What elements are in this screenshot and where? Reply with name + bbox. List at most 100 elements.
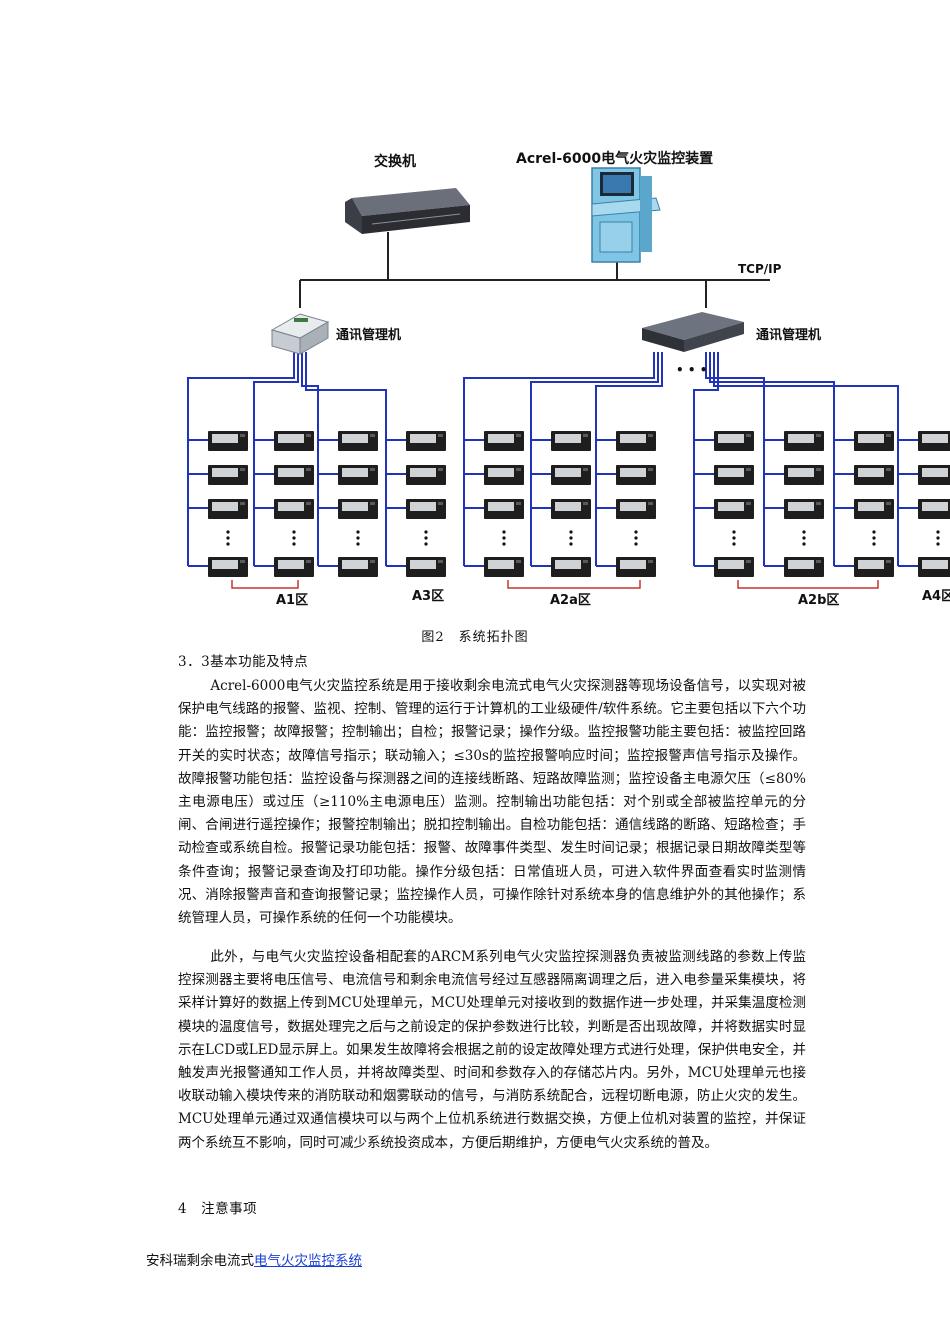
continuation-dot: [226, 542, 230, 546]
continuation-dot: [356, 536, 360, 540]
continuation-dot: [502, 530, 506, 534]
continuation-dot: [936, 530, 940, 534]
continuation-dot: [634, 542, 638, 546]
detector-device-icon: [854, 557, 894, 577]
zone-label-a4: A4区: [922, 589, 950, 604]
detector-device-icon: [714, 431, 754, 451]
detector-device-icon: [918, 431, 950, 451]
monitoring-cabinet-icon: [591, 167, 661, 263]
detector-device-icon: [274, 465, 314, 485]
continuation-dot: [732, 530, 736, 534]
bus-line: [301, 352, 338, 567]
detector-device-icon: [616, 557, 656, 577]
detector-device-icon: [406, 557, 446, 577]
bus-line: [595, 352, 663, 567]
zone-label-a1: A1区: [276, 593, 308, 608]
continuation-dot: [502, 536, 506, 540]
paragraph-detectors: 此外，与电气火灾监控设备相配套的ARCM系列电气火灾监控探测器负责被监测线路的参…: [178, 949, 806, 1151]
detector-device-icon: [918, 465, 950, 485]
detector-device-icon: [551, 499, 591, 519]
continuation-dot: [226, 536, 230, 540]
continuation-dot: [802, 536, 806, 540]
detector-device-icon: [616, 465, 656, 485]
bus-line: [253, 352, 299, 567]
continuation-dot: [569, 542, 573, 546]
continuation-dot: [872, 530, 876, 534]
detector-device-icon: [274, 499, 314, 519]
continuation-dot: [292, 530, 296, 534]
detector-device-icon: [714, 499, 754, 519]
detector-device-icon: [338, 557, 378, 577]
bus-line: [463, 352, 655, 567]
bus-line: [530, 352, 659, 567]
comm-manager-2-icon: [642, 312, 744, 352]
section-heading-4: 4 注意事项: [178, 1201, 258, 1217]
detector-device-icon: [406, 499, 446, 519]
footer-link[interactable]: 电气火灾监控系统: [254, 1253, 362, 1269]
detector-device-icon: [338, 431, 378, 451]
detector-device-icon: [208, 557, 248, 577]
detector-device-icon: [406, 431, 446, 451]
detector-device-icon: [274, 557, 314, 577]
footer-prefix: 安科瑞剩余电流式: [146, 1253, 254, 1269]
section-heading-3-3: 3．3基本功能及特点: [178, 654, 309, 670]
bus-line: [305, 352, 406, 567]
continuation-dot: [872, 536, 876, 540]
detector-device-icon: [338, 499, 378, 519]
continuation-dot: [634, 530, 638, 534]
detector-device-icon: [551, 465, 591, 485]
bus-line: [709, 352, 854, 567]
detector-device-icon: [714, 557, 754, 577]
switch-label: 交换机: [374, 153, 416, 170]
detector-device-icon: [406, 465, 446, 485]
continuation-dot: [936, 536, 940, 540]
zone-label-a2b: A2b区: [798, 593, 839, 608]
bus-lines: [187, 352, 918, 567]
detector-device-icon: [551, 557, 591, 577]
continuation-dot: [292, 536, 296, 540]
continuation-dot: [634, 536, 638, 540]
system-topology-diagram: • • • 交换机 Acrel-6000电气火灾监控装置 TCP/IP 通讯管理…: [187, 150, 950, 608]
tcpip-label: TCP/IP: [738, 262, 782, 276]
network-switch-icon: [345, 188, 470, 234]
detector-device-icon: [208, 465, 248, 485]
zone-brackets: [231, 580, 879, 589]
comm-manager-2-label: 通讯管理机: [756, 327, 821, 343]
detector-device-icon: [784, 431, 824, 451]
detector-device-icon: [616, 499, 656, 519]
detector-device-icon: [551, 431, 591, 451]
detector-device-icon: [616, 431, 656, 451]
continuation-dot: [424, 530, 428, 534]
detector-grid: [208, 431, 950, 577]
comm-manager-1-icon: [270, 313, 330, 355]
figure-caption: 图2 系统拓扑图: [421, 630, 529, 645]
detector-device-icon: [274, 431, 314, 451]
detector-device-icon: [714, 465, 754, 485]
tcpip-network-line: [299, 232, 770, 308]
comm-manager-1-label: 通讯管理机: [336, 327, 401, 343]
continuation-dot: [424, 542, 428, 546]
bus-line: [693, 352, 719, 567]
detector-device-icon: [918, 557, 950, 577]
detector-device-icon: [484, 557, 524, 577]
continuation-dot: [569, 536, 573, 540]
paragraph-functions: Acrel-6000电气火灾监控系统是用于接收剩余电流式电气火灾探测器等现场设备…: [178, 678, 806, 927]
continuation-dot: [872, 542, 876, 546]
continuation-dot: [292, 542, 296, 546]
zone-label-a3: A3区: [412, 589, 444, 604]
continuation-dot: [424, 536, 428, 540]
bus-line: [713, 352, 918, 567]
detector-device-icon: [208, 431, 248, 451]
zone-label-a2a: A2a区: [550, 593, 591, 608]
footer-line: 安科瑞剩余电流式电气火灾监控系统: [146, 1249, 362, 1269]
continuation-dot: [732, 536, 736, 540]
continuation-dot: [356, 542, 360, 546]
continuation-dot: [226, 530, 230, 534]
bus-line: [187, 352, 295, 567]
detector-device-icon: [918, 499, 950, 519]
continuation-dot: [732, 542, 736, 546]
detector-device-icon: [784, 499, 824, 519]
detector-device-icon: [338, 465, 378, 485]
continuation-dot: [936, 542, 940, 546]
detector-device-icon: [208, 499, 248, 519]
